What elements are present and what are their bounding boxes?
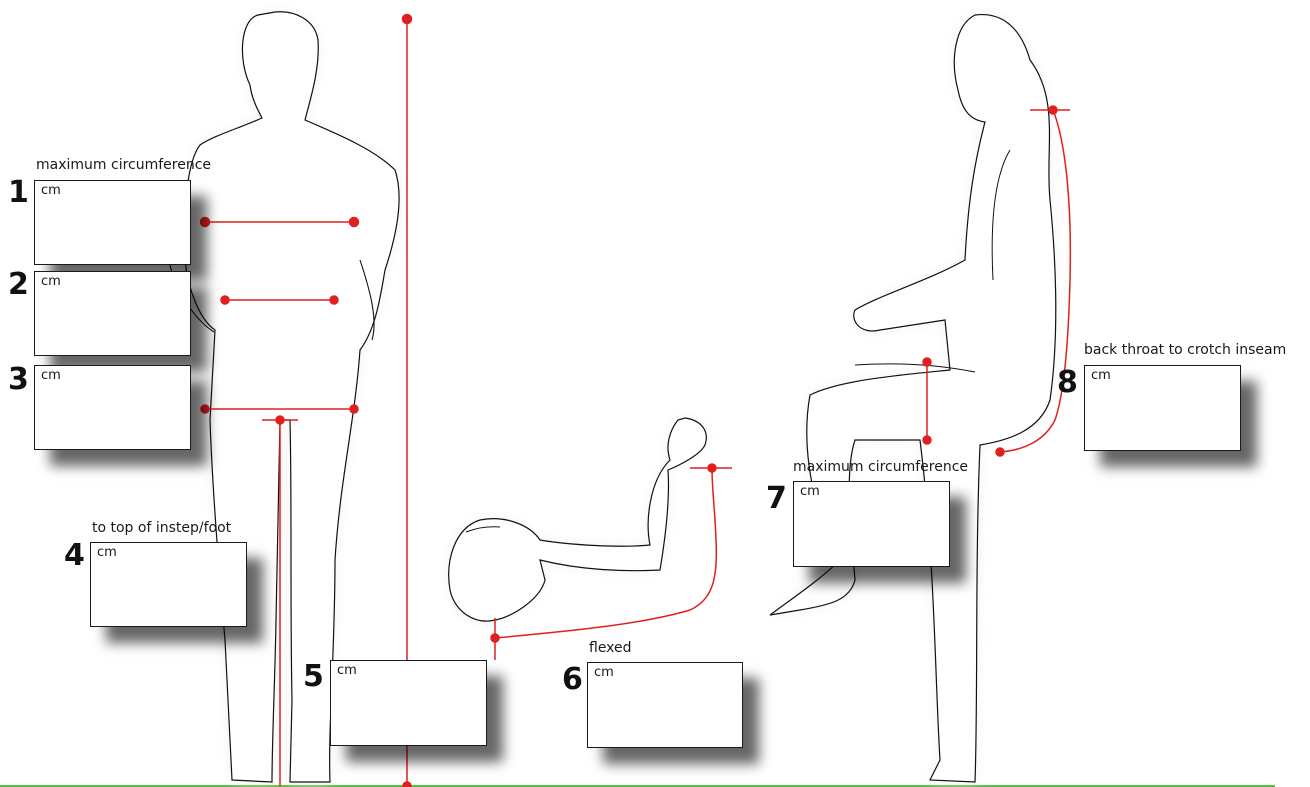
measurement-7-caption: maximum circumference [793, 459, 968, 475]
measurement-3-unit: cm [41, 368, 61, 383]
measurement-7-unit: cm [800, 484, 820, 499]
measurement-1-field[interactable]: cm [34, 180, 191, 265]
measurement-7-number: 7 [766, 484, 787, 514]
measurement-8-caption: back throat to crotch inseam [1084, 342, 1286, 358]
measurement-8-number: 8 [1057, 368, 1078, 398]
measurement-2-field[interactable]: cm [34, 271, 191, 356]
measurement-4-caption: to top of instep/foot [92, 520, 231, 536]
measurement-4-field[interactable]: cm [90, 542, 247, 627]
measurement-1-unit: cm [41, 183, 61, 198]
measurement-5-number: 5 [303, 662, 324, 692]
measurement-6-number: 6 [562, 665, 583, 695]
measurement-7-field[interactable]: cm [793, 481, 950, 567]
measurement-4-unit: cm [97, 545, 117, 560]
measurement-3-number: 3 [8, 365, 29, 395]
measurement-6-field[interactable]: cm [587, 662, 743, 748]
measurement-1-number: 1 [8, 178, 29, 208]
measurement-6-unit: cm [594, 665, 614, 680]
measurement-2-number: 2 [8, 270, 29, 300]
arm-figure [449, 418, 707, 621]
measurement-1-caption: maximum circumference [36, 157, 211, 173]
measurement-8-unit: cm [1091, 368, 1111, 383]
measurement-5-field[interactable]: cm [330, 660, 487, 746]
measurement-4-number: 4 [64, 541, 85, 571]
measurement-2-unit: cm [41, 274, 61, 289]
measurement-3-field[interactable]: cm [34, 365, 191, 450]
side-figure [770, 15, 1056, 782]
measurement-8-field[interactable]: cm [1084, 365, 1241, 451]
measurement-6-caption: flexed [589, 640, 632, 656]
measurement-5-unit: cm [337, 663, 357, 678]
